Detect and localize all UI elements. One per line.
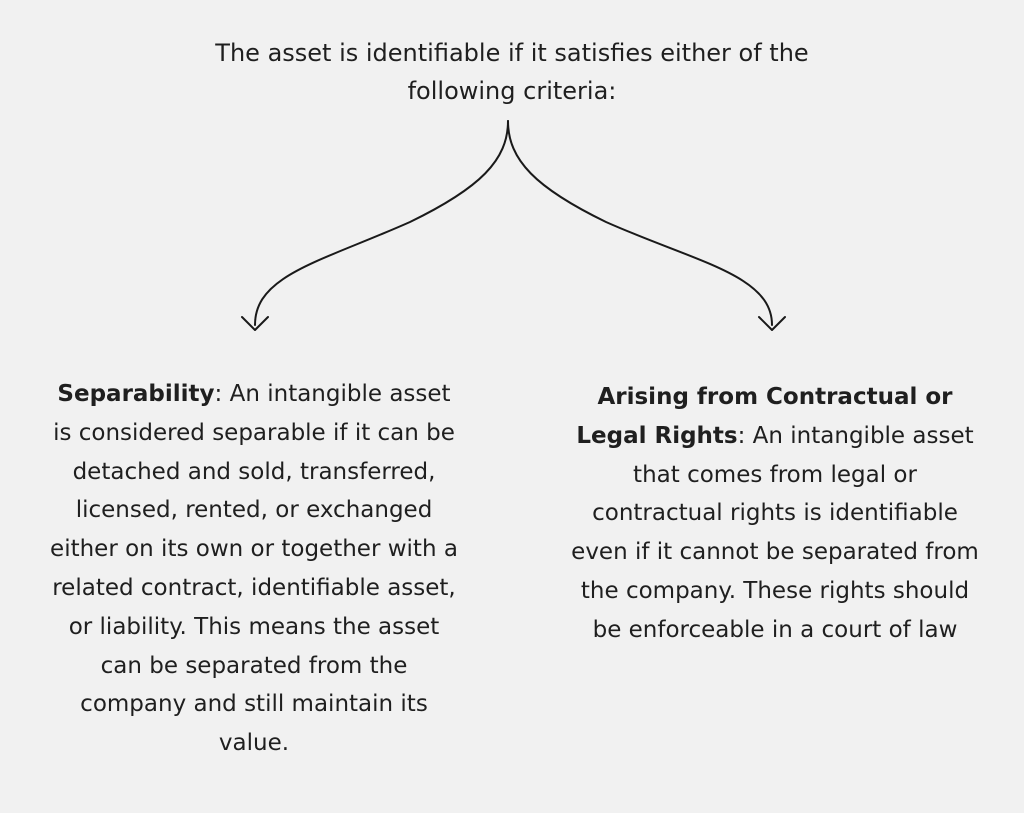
criterion-description: : An intangible asset is considered sepa… — [50, 381, 458, 757]
criterion-title: Separability — [57, 381, 215, 407]
arrow-right-icon — [758, 316, 786, 331]
arrow-left-icon — [241, 316, 269, 331]
criterion-description: : An intangible asset that comes from le… — [571, 422, 979, 643]
intro-text: The asset is identifiable if it satisfie… — [215, 39, 809, 105]
criterion-title: Arising from Contractual or Legal Rights — [576, 384, 953, 449]
criterion-contractual-legal-rights: Arising from Contractual or Legal Rights… — [566, 378, 984, 650]
branch-right-curve — [507, 120, 773, 326]
criterion-separability: Separability: An intangible asset is con… — [48, 375, 460, 763]
branch-left-curve — [254, 120, 509, 326]
